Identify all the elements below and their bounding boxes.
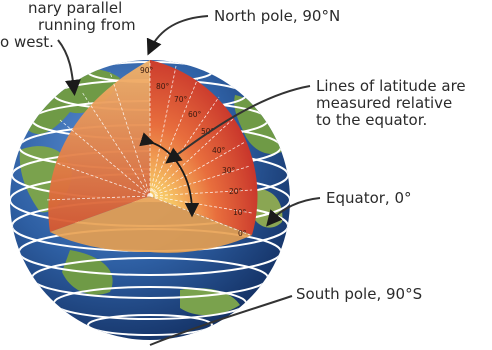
degree-label: 50° [201,127,215,136]
degree-label: 20° [229,187,243,196]
parallel-label-line3: o west. [0,33,54,51]
parallel-label-line2: running from [38,16,136,34]
degree-label: 0° [238,229,247,238]
degree-label: 10° [233,208,247,217]
degree-label: 40° [212,146,226,155]
degree-labels: 0° 10° 20° 30° 40° 50° 60° 70° 80° 90° [140,66,247,238]
degree-label: 70° [174,95,188,104]
latitude-pointer [165,85,311,164]
parallel-label-line1: nary parallel [28,0,123,17]
equator-label: Equator, 0° [326,189,412,207]
cutaway-section: 0° 10° 20° 30° 40° 50° 60° 70° 80° 90° [44,60,258,253]
south-pole-label: South pole, 90°S [296,285,423,303]
degree-label: 90° [140,66,154,75]
pointer-lines [57,15,321,346]
south-pole-pointer [149,295,293,346]
degree-label: 60° [188,110,202,119]
north-pole-pointer [146,15,209,56]
angle-arrow [139,132,200,218]
latitude-note: Lines of latitude are measured relative … [316,77,466,129]
equator-pointer [266,197,321,227]
parallel-pointer [57,39,81,96]
degree-label: 80° [156,82,170,91]
degree-label: 30° [222,166,236,175]
north-pole-label: North pole, 90°N [214,7,341,25]
